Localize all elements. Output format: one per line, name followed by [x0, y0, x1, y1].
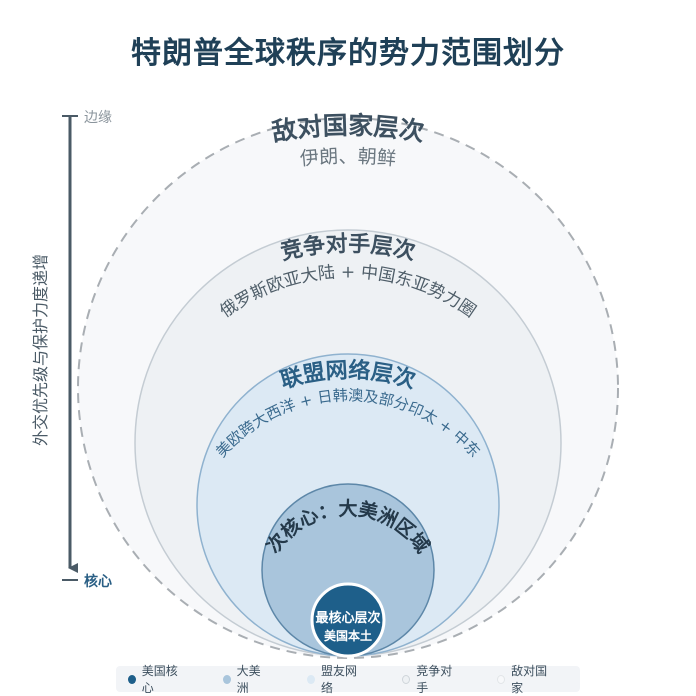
- axis-top-label: 边缘: [84, 110, 112, 126]
- legend-item-alliance: 盟友网络: [307, 662, 362, 696]
- legend-label: 竞争对手: [416, 664, 453, 695]
- core-layer-circle: [310, 582, 386, 658]
- legend-swatch: [402, 674, 411, 684]
- legend-label: 大美洲: [236, 664, 261, 695]
- axis-label: 外交优先级与保护力度递增: [31, 254, 50, 446]
- legend-swatch: [222, 674, 231, 684]
- legend-item-competitor: 竞争对手: [402, 662, 457, 696]
- legend-label: 美国核心: [141, 664, 178, 695]
- legend-swatch: [307, 674, 316, 684]
- legend: 美国核心 大美洲 盟友网络 竞争对手 敌对国家: [116, 664, 580, 695]
- legend-item-americas: 大美洲: [222, 662, 267, 696]
- legend-item-us-core: 美国核心: [128, 662, 183, 696]
- page-title: 特朗普全球秩序的势力范围划分: [131, 36, 565, 71]
- core-layer-title: 最核心层次: [315, 610, 380, 626]
- core-layer-subtitle: 美国本土: [324, 628, 372, 643]
- hostile-layer-subtitle: 伊朗、朝鲜: [299, 146, 397, 171]
- legend-label: 敌对国家: [511, 664, 548, 695]
- legend-swatch: [128, 674, 136, 684]
- legend-item-hostile: 敌对国家: [497, 662, 552, 696]
- axis-bottom-label: 核心: [84, 573, 112, 590]
- legend-swatch: [497, 674, 506, 684]
- legend-label: 盟友网络: [321, 664, 358, 695]
